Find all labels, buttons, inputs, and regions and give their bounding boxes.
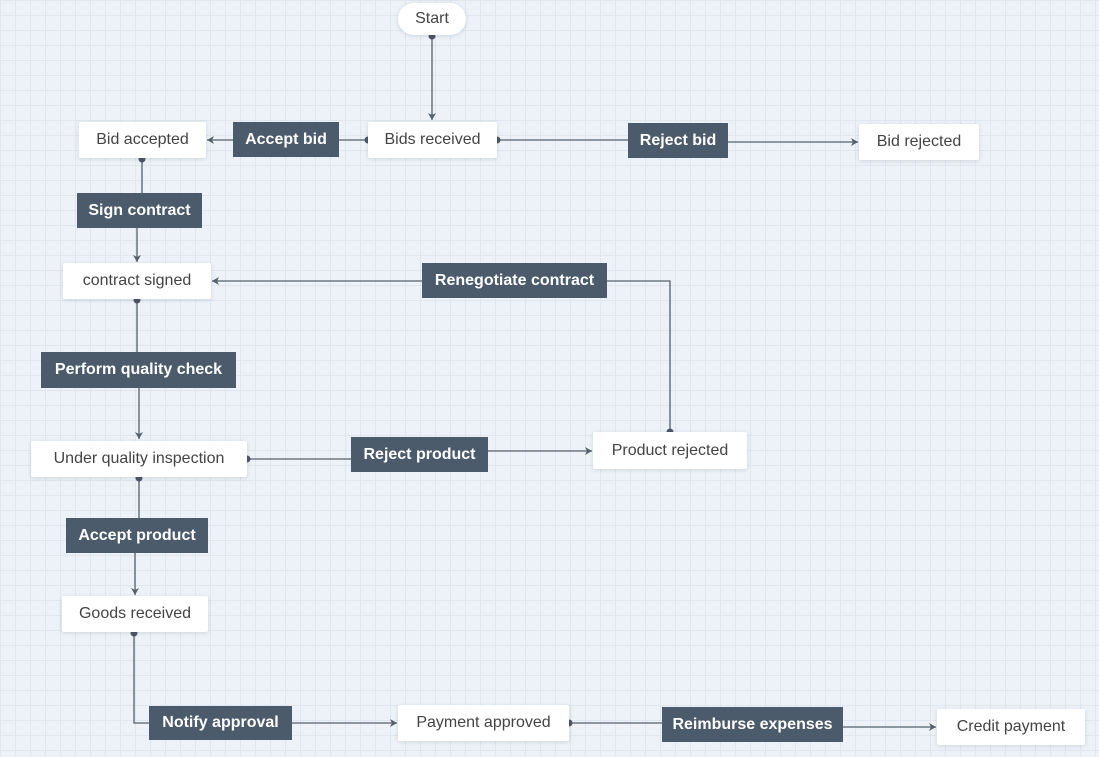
state-label: Goods received <box>78 605 192 622</box>
action-reject-product[interactable]: Reject product <box>351 437 488 472</box>
state-contract-signed[interactable]: contract signed <box>63 263 211 299</box>
state-credit-payment[interactable]: Credit payment <box>937 709 1085 745</box>
state-bids-received[interactable]: Bids received <box>368 122 497 158</box>
action-label: Renegotiate contract <box>434 271 595 289</box>
edge-product-rejected-renegotiate <box>607 280 671 432</box>
action-label: Reject product <box>363 445 476 463</box>
action-notify-approval[interactable]: Notify approval <box>149 706 292 740</box>
action-label: Reject bid <box>639 131 717 149</box>
state-label: Under quality inspection <box>53 450 225 467</box>
edge-goods-received-notify <box>133 632 149 724</box>
state-start[interactable]: Start <box>398 3 466 35</box>
state-bid-rejected[interactable]: Bid rejected <box>859 124 979 160</box>
state-goods-received[interactable]: Goods received <box>62 596 208 632</box>
state-payment-approved[interactable]: Payment approved <box>398 705 569 741</box>
state-label: Bids received <box>384 131 481 148</box>
state-label: contract signed <box>82 272 192 289</box>
state-label: Credit payment <box>956 718 1066 735</box>
action-label: Sign contract <box>88 201 191 219</box>
action-sign-contract[interactable]: Sign contract <box>77 193 202 228</box>
action-label: Reimburse expenses <box>672 715 833 733</box>
action-reimburse-expenses[interactable]: Reimburse expenses <box>662 707 843 742</box>
state-label: Start <box>415 10 449 27</box>
state-bid-accepted[interactable]: Bid accepted <box>79 122 206 158</box>
action-reject-bid[interactable]: Reject bid <box>628 123 728 158</box>
action-label: Accept bid <box>245 130 327 148</box>
action-label: Notify approval <box>162 714 279 731</box>
state-product-rejected[interactable]: Product rejected <box>593 432 747 469</box>
action-accept-bid[interactable]: Accept bid <box>233 122 339 157</box>
action-accept-product[interactable]: Accept product <box>66 518 208 553</box>
action-perform-quality-check[interactable]: Perform quality check <box>41 352 236 388</box>
action-renegotiate-contract[interactable]: Renegotiate contract <box>422 263 607 298</box>
state-label: Bid rejected <box>876 133 962 150</box>
state-under-quality-inspection[interactable]: Under quality inspection <box>31 441 247 477</box>
state-label: Product rejected <box>611 441 729 459</box>
action-label: Accept product <box>78 526 196 544</box>
action-label: Perform quality check <box>54 361 223 378</box>
state-label: Bid accepted <box>96 131 189 148</box>
state-label: Payment approved <box>416 714 551 731</box>
